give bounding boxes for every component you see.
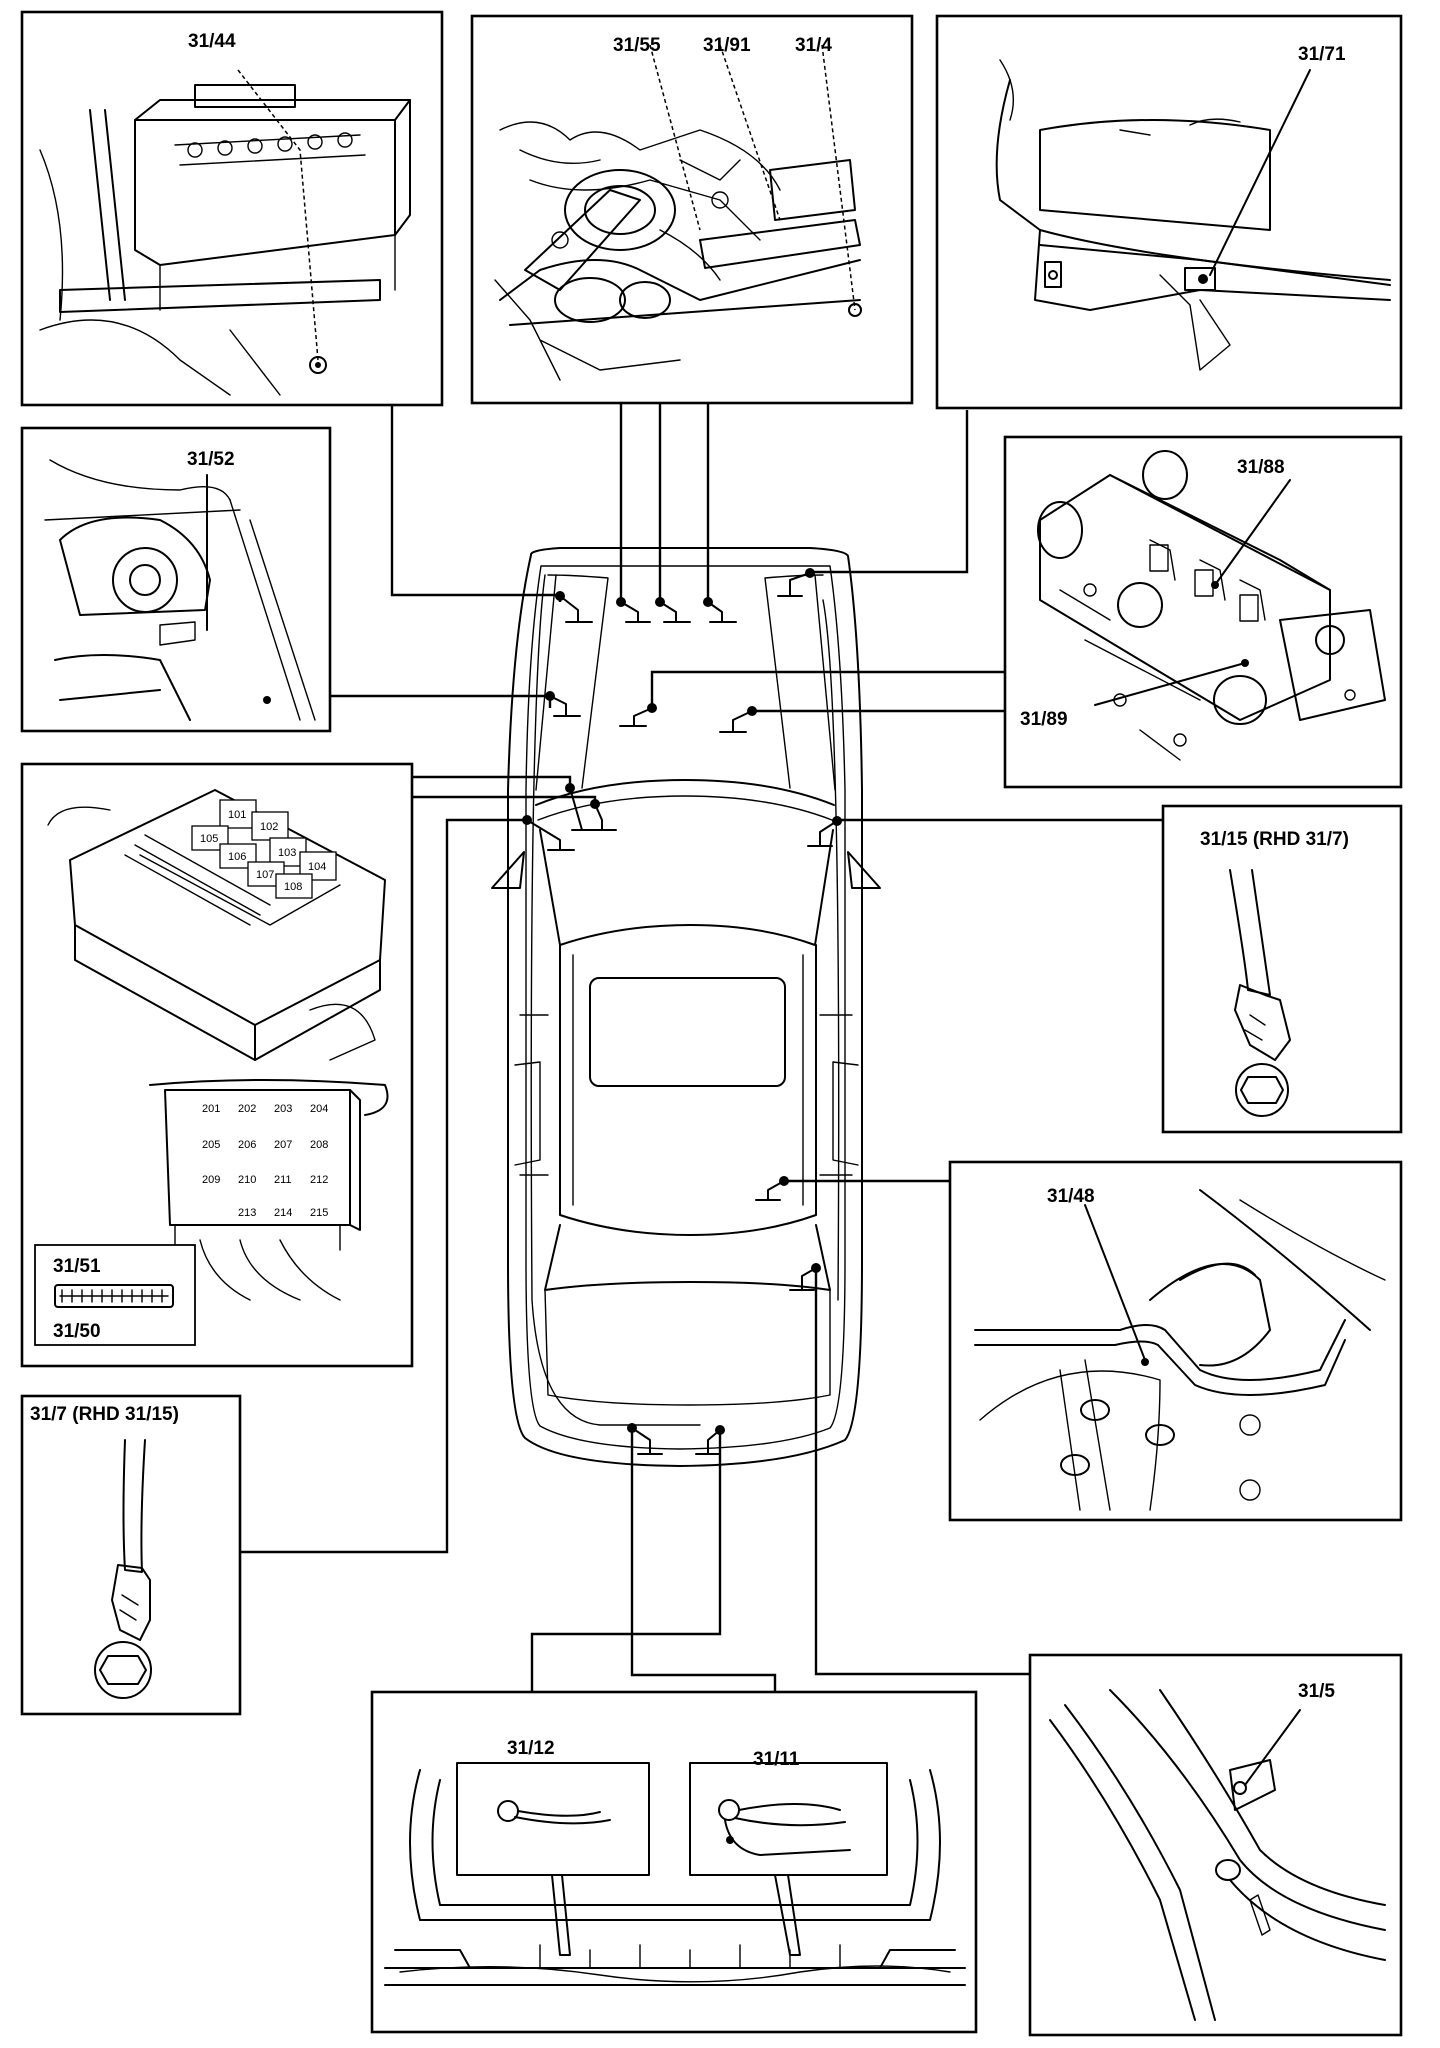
panel-tailgate: 31/12 31/11 [370, 1690, 978, 2034]
ground-rear-right [755, 1176, 789, 1201]
relay-206: 206 [238, 1139, 256, 1151]
relay-207: 207 [274, 1139, 292, 1151]
relay-202: 202 [238, 1103, 256, 1115]
upper-fuse-box: 101 102 103 104 105 106 107 108 [47, 789, 386, 1061]
label-31-50: 31/50 [53, 1321, 101, 1342]
label-31-51: 31/51 [53, 1256, 101, 1277]
fuse-101: 101 [228, 809, 246, 821]
panel-c-pillar: 31/5 [1028, 1653, 1403, 2037]
ground-symbols [522, 568, 842, 1455]
relay-208: 208 [310, 1139, 328, 1151]
ground-front-right [777, 568, 815, 597]
panel-engine: 31/55 31/91 31/4 [470, 14, 914, 405]
left-pillar-illustration [94, 1439, 152, 1699]
label-31-89: 31/89 [1020, 709, 1068, 730]
leader-tail-left [630, 1424, 777, 1692]
wheelhouse-illustration [974, 1189, 1386, 1511]
leader-fusebox-b [412, 795, 597, 804]
label-31-7: 31/7 (RHD 31/15) [30, 1404, 179, 1425]
battery-illustration [39, 69, 411, 396]
right-front-illustration [995, 59, 1391, 371]
relay-211: 211 [274, 1174, 292, 1186]
ground-rear-tail-b [695, 1425, 725, 1455]
ground-front-b [655, 597, 691, 623]
ground-head-b [719, 706, 757, 733]
label-31-44: 31/44 [188, 31, 236, 52]
relay-205: 205 [202, 1139, 220, 1151]
panel-battery: 31/44 [20, 10, 444, 407]
label-31-88: 31/88 [1237, 457, 1285, 478]
tailgate-illustration [384, 1762, 966, 1986]
panel-right-a-pillar: 31/15 (RHD 31/7) [1161, 804, 1403, 1134]
right-pillar-illustration [1229, 869, 1291, 1117]
leader-fusebox-a [412, 775, 572, 787]
relay-204: 204 [310, 1103, 328, 1115]
ground-front-a [616, 597, 651, 623]
ground-rear-c [789, 1263, 821, 1291]
label-31-91: 31/91 [703, 35, 751, 56]
fuse-104: 104 [308, 861, 326, 873]
panel-strut: 31/52 [20, 426, 332, 733]
ground-front-left [555, 591, 593, 623]
label-31-4: 31/4 [795, 35, 832, 56]
relay-210: 210 [238, 1174, 256, 1186]
ground-strut [545, 691, 581, 717]
label-31-55: 31/55 [613, 35, 661, 56]
ground-rear-tail-a [627, 1423, 663, 1455]
relay-215: 215 [310, 1207, 328, 1219]
relay-212: 212 [310, 1174, 328, 1186]
panel-cylinder-head: 31/88 31/89 [1003, 435, 1403, 789]
connector-inset [34, 1244, 196, 1346]
relay-214: 214 [274, 1207, 292, 1219]
engine-illustration [494, 44, 862, 381]
ground-scuttle-c [522, 815, 575, 851]
ground-scuttle-right [807, 816, 842, 847]
fuse-107: 107 [256, 869, 274, 881]
label-31-5: 31/5 [1298, 1681, 1335, 1702]
leader-tail-right [530, 1430, 722, 1692]
leader-right-front [810, 410, 969, 574]
panel-right-front: 31/71 [935, 14, 1403, 410]
ground-head-a [619, 703, 657, 727]
fuse-105: 105 [200, 833, 218, 845]
leader-strut [330, 694, 552, 708]
c-pillar-illustration [1049, 1689, 1386, 2021]
fuse-108: 108 [284, 881, 302, 893]
relay-209: 209 [202, 1174, 220, 1186]
label-31-48: 31/48 [1047, 1186, 1095, 1207]
strut-illustration [44, 459, 316, 721]
ground-scuttle-b [589, 799, 617, 831]
label-31-15: 31/15 (RHD 31/7) [1200, 829, 1349, 850]
label-31-52: 31/52 [187, 449, 235, 470]
leader-cyl-head-a [650, 670, 1005, 705]
lower-relay-box: 201 202 203 204 205 206 207 208 209 210 … [149, 1079, 389, 1301]
label-31-11: 31/11 [753, 1749, 800, 1770]
relay-203: 203 [274, 1103, 292, 1115]
fuse-102: 102 [260, 821, 278, 833]
leader-battery [390, 403, 562, 602]
leader-lines [197, 403, 1163, 1692]
label-31-12: 31/12 [507, 1738, 555, 1759]
relay-201: 201 [202, 1103, 220, 1115]
leader-c-pillar [814, 1268, 1030, 1676]
panel-wheelhouse: 31/48 [948, 1160, 1403, 1522]
leader-left-a-pillar [240, 818, 527, 1554]
fuse-103: 103 [278, 847, 296, 859]
car-outline [491, 547, 881, 1467]
ground-front-c [703, 597, 737, 623]
panel-left-a-pillar: 31/7 (RHD 31/15) [20, 1394, 242, 1716]
label-31-71: 31/71 [1298, 44, 1346, 65]
cylinder-head-illustration [1037, 450, 1386, 761]
relay-213: 213 [238, 1207, 256, 1219]
fuse-106: 106 [228, 851, 246, 863]
panel-fuse-boxes: 101 102 103 104 105 106 107 108 201 202 … [20, 762, 414, 1368]
